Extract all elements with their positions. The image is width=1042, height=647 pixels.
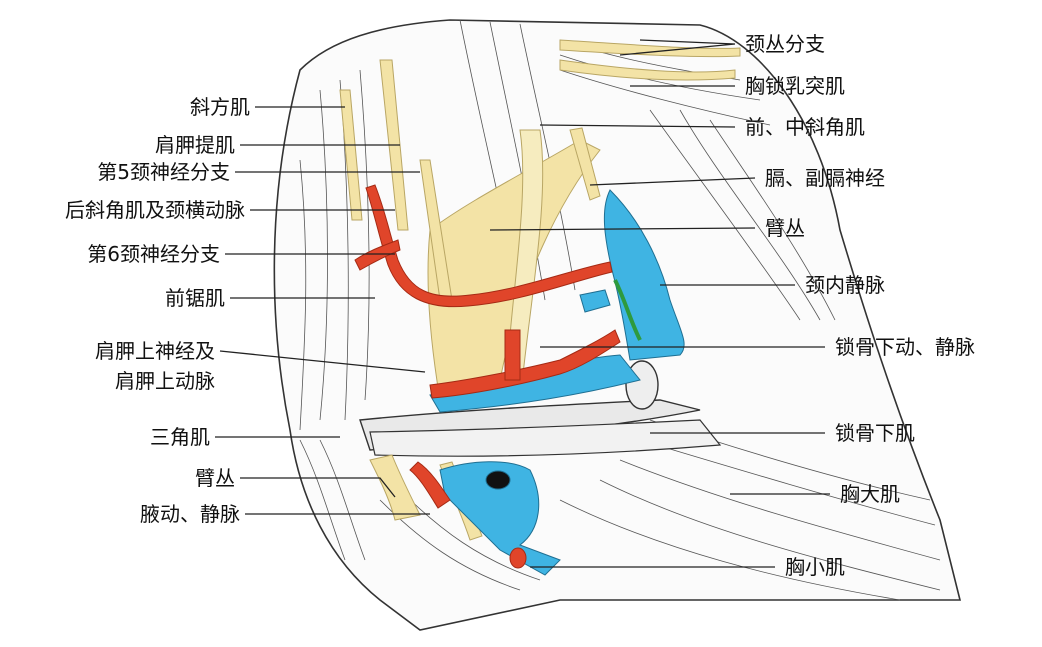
region-outline (273, 19, 962, 631)
label-deltoid: 三角肌 (150, 425, 210, 449)
muscle-fibers (299, 19, 941, 601)
label-sternocleidomastoid: 胸锁乳突肌 (745, 74, 845, 98)
branch-artery-left (354, 239, 401, 271)
label-pectoralis-minor: 胸小肌 (785, 555, 845, 579)
label-cervical-plexus-branches: 颈丛分支 (745, 32, 825, 56)
label-trapezius: 斜方肌 (190, 95, 250, 119)
labels: 颈丛分支 胸锁乳突肌 前、中斜角肌 膈、副膈神经 臂丛 颈内静脉 锁骨下动、静脉… (65, 32, 975, 579)
label-subclavius: 锁骨下肌 (835, 421, 915, 445)
axillary-vein (439, 461, 561, 576)
label-levator-scapulae: 肩胛提肌 (155, 133, 235, 157)
leader-lines (215, 39, 830, 568)
label-c6-branch: 第6颈神经分支 (87, 242, 220, 266)
label-subclavian-vessels: 锁骨下动、静脉 (835, 335, 975, 359)
internal-jugular-vein (603, 189, 685, 361)
green-vessel (613, 279, 642, 341)
label-anterior-middle-scalene: 前、中斜角肌 (745, 115, 865, 139)
label-phrenic-accessory-phrenic: 膈、副膈神经 (765, 166, 885, 190)
label-axillary-vessels: 腋动、静脉 (140, 502, 240, 526)
label-suprascapular-line1: 肩胛上神经及 (95, 339, 215, 363)
subclavius-muscle (369, 419, 722, 457)
label-c5-branch: 第5颈神经分支 (97, 160, 230, 184)
label-brachial-plexus-lower: 臂丛 (195, 466, 235, 490)
axillary-artery (409, 461, 451, 509)
label-internal-jugular-vein: 颈内静脉 (805, 273, 885, 297)
label-posterior-scalene-transverse-cervical: 后斜角肌及颈横动脉 (65, 198, 245, 222)
label-suprascapular-line2: 肩胛上动脉 (115, 369, 215, 393)
label-pectoralis-major: 胸大肌 (840, 482, 900, 506)
label-serratus-anterior: 前锯肌 (165, 286, 225, 310)
label-brachial-plexus-upper: 臂丛 (765, 216, 805, 240)
transverse-cervical-artery (365, 184, 613, 308)
illustration (273, 19, 962, 631)
veins (429, 189, 685, 576)
arteries (354, 184, 621, 569)
